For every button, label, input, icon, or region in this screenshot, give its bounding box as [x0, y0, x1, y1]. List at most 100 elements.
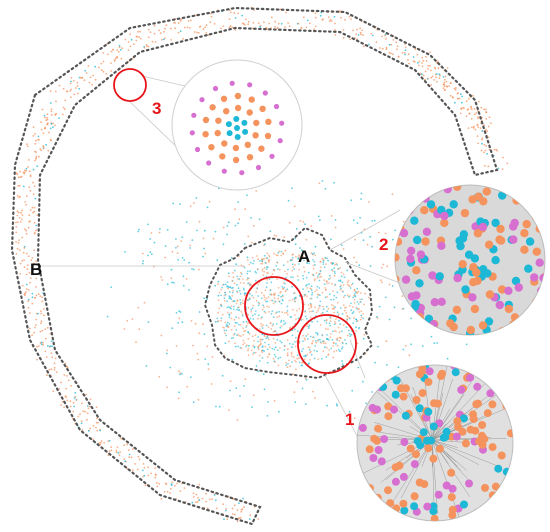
node — [412, 266, 421, 275]
node — [408, 62, 410, 65]
node — [70, 96, 72, 99]
node — [236, 419, 239, 421]
node — [334, 226, 337, 229]
node — [302, 274, 304, 277]
node — [161, 38, 163, 41]
node — [314, 290, 317, 293]
node — [248, 345, 250, 347]
node — [436, 80, 438, 83]
node — [50, 368, 53, 371]
node — [354, 238, 356, 241]
node — [289, 276, 292, 278]
node — [217, 280, 220, 283]
node — [272, 323, 275, 325]
node — [342, 36, 345, 39]
node — [196, 229, 198, 232]
node — [531, 212, 540, 222]
node — [422, 59, 425, 62]
node — [147, 474, 150, 477]
node — [217, 294, 220, 297]
node — [278, 268, 281, 271]
node — [235, 302, 238, 305]
node — [60, 404, 62, 406]
node — [226, 300, 229, 302]
node — [233, 504, 236, 507]
node — [80, 420, 83, 423]
node — [308, 310, 311, 313]
node — [484, 108, 487, 111]
node — [15, 221, 17, 224]
node — [304, 310, 306, 312]
node — [189, 27, 191, 29]
node — [288, 299, 291, 302]
node — [350, 309, 353, 312]
node — [237, 12, 240, 15]
node — [457, 97, 459, 100]
node — [26, 264, 29, 266]
node — [222, 25, 225, 27]
node — [321, 334, 324, 336]
node — [304, 403, 307, 405]
node — [414, 325, 424, 334]
node — [31, 296, 34, 299]
node — [270, 16, 273, 19]
node — [257, 258, 259, 260]
edge — [431, 439, 458, 467]
node — [331, 330, 334, 333]
node — [171, 327, 174, 330]
node — [35, 229, 38, 232]
node — [347, 295, 350, 298]
node — [16, 210, 19, 213]
node — [212, 85, 219, 92]
node — [266, 252, 269, 255]
node — [254, 310, 257, 312]
node — [226, 225, 229, 227]
node — [343, 276, 346, 279]
node — [240, 335, 242, 337]
node — [75, 399, 78, 401]
node — [63, 406, 65, 409]
node — [246, 194, 248, 197]
node — [357, 513, 362, 521]
node — [228, 297, 231, 300]
node — [315, 311, 318, 314]
node — [264, 243, 266, 246]
node — [35, 324, 37, 326]
node — [326, 337, 328, 340]
node — [49, 127, 52, 130]
node — [290, 316, 293, 318]
highlight-circle-2 — [244, 276, 304, 336]
node — [43, 314, 45, 317]
node — [274, 342, 277, 344]
node — [333, 320, 336, 323]
node — [248, 96, 255, 103]
scatter-nodes — [106, 180, 477, 421]
node — [385, 364, 388, 366]
node — [244, 378, 247, 381]
node — [292, 343, 294, 346]
node — [330, 261, 333, 264]
node — [147, 223, 149, 226]
node — [265, 268, 268, 270]
node — [286, 305, 289, 308]
node — [291, 346, 293, 349]
node — [301, 387, 304, 390]
node — [258, 145, 265, 152]
node — [337, 267, 340, 270]
node — [176, 252, 179, 255]
node — [234, 342, 237, 345]
node — [303, 337, 306, 340]
node — [288, 342, 291, 345]
node — [404, 344, 407, 347]
node — [303, 270, 306, 273]
node — [324, 187, 327, 190]
node — [198, 499, 201, 501]
node — [333, 15, 336, 18]
node — [429, 51, 431, 54]
node — [16, 173, 19, 176]
node — [253, 259, 255, 262]
node — [335, 318, 337, 320]
node — [506, 162, 509, 165]
node — [275, 323, 278, 325]
node — [236, 300, 239, 302]
